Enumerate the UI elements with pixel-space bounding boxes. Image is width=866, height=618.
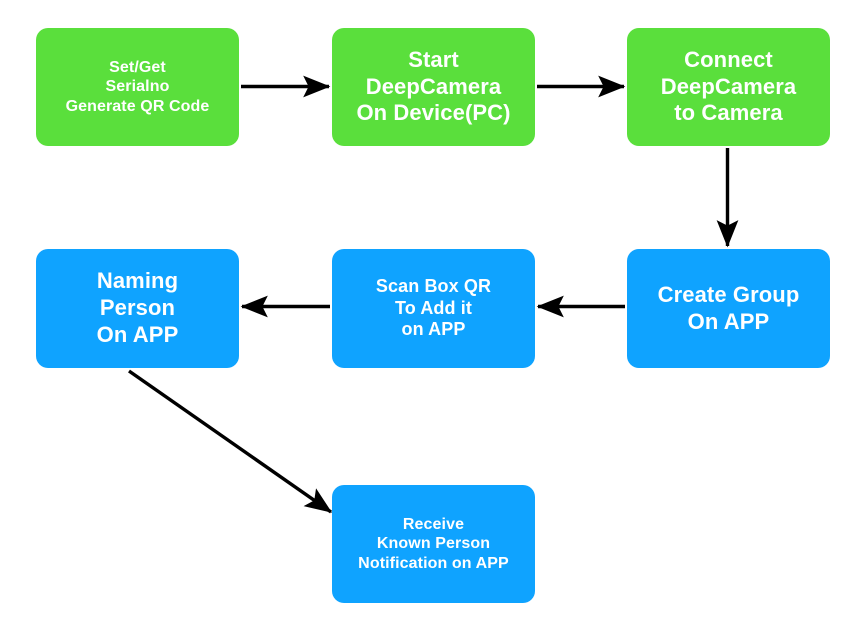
node-set-get-serialno[interactable]: Set/Get Serialno Generate QR Code xyxy=(36,28,239,146)
node-scan-box-qr-to-add-it-on-app[interactable]: Scan Box QR To Add it on APP xyxy=(332,249,535,368)
node-start-deepcamera-on-device[interactable]: Start DeepCamera On Device(PC) xyxy=(332,28,535,146)
node-receive-known-person-notification-on-app[interactable]: Receive Known Person Notification on APP xyxy=(332,485,535,603)
node-create-group-on-app[interactable]: Create Group On APP xyxy=(627,249,830,368)
node-naming-person-on-app[interactable]: Naming Person On APP xyxy=(36,249,239,368)
node-connect-deepcamera-to-camera[interactable]: Connect DeepCamera to Camera xyxy=(627,28,830,146)
edge-naming-to-receive xyxy=(128,369,333,514)
